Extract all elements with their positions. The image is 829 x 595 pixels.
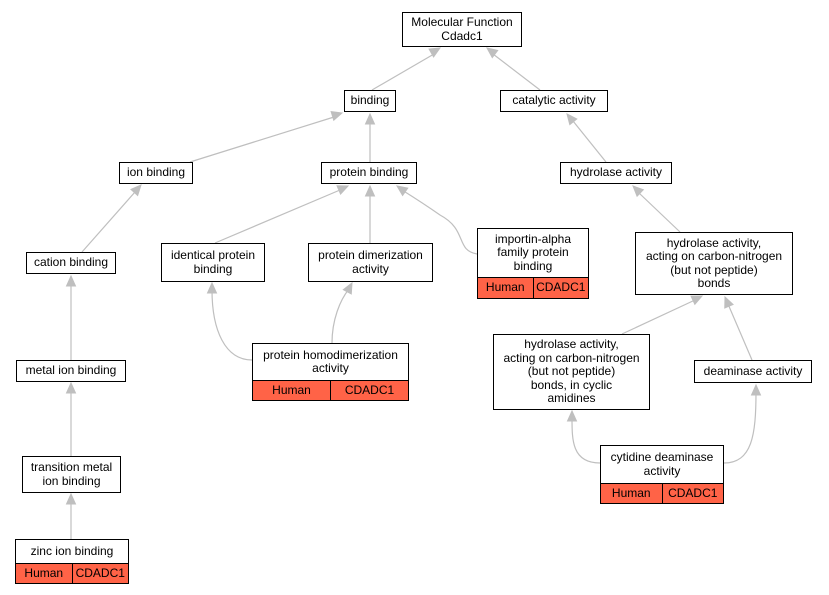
edge-deaminase-to-hydrolase-cn xyxy=(727,303,753,361)
node-label: importin-alpha family protein binding xyxy=(494,231,572,273)
edge-catalytic-to-root-arrowhead xyxy=(486,47,499,59)
edge-cytidine-to-cyclic xyxy=(571,417,601,464)
node-hydrolase-cn-cyclic-amidines[interactable]: hydrolase activity, acting on carbon-nit… xyxy=(493,334,650,410)
node-label: transition metal ion binding xyxy=(30,460,113,488)
gene-cell: CDADC1 xyxy=(532,278,589,298)
edge-cytidine-to-cyclic-arrowhead xyxy=(566,409,578,422)
annotation-row: Human CDADC1 xyxy=(253,380,408,400)
node-molecular-function[interactable]: Molecular Function Cdadc1 xyxy=(402,12,522,47)
edge-homodimerization-to-identical-arrowhead xyxy=(206,281,218,294)
node-hydrolase-activity[interactable]: hydrolase activity xyxy=(560,162,672,184)
gene-cell: CDADC1 xyxy=(71,564,129,583)
node-label: protein homodimerization activity xyxy=(263,347,398,375)
gene-cell: CDADC1 xyxy=(330,381,408,400)
node-label: deaminase activity xyxy=(703,363,803,378)
edge-cytidine-to-deaminase-arrowhead xyxy=(750,383,762,396)
annotation-row: Human CDADC1 xyxy=(16,563,128,583)
species-cell: Human xyxy=(485,280,525,295)
edge-binding-to-root-arrowhead xyxy=(428,47,442,58)
edge-ion-binding-to-binding xyxy=(189,116,335,163)
node-protein-binding[interactable]: protein binding xyxy=(321,162,417,184)
edge-identical-to-protein-binding-arrowhead xyxy=(336,185,350,195)
edge-homodimerization-to-dimerization-arrowhead xyxy=(342,281,353,295)
annotation-row: Human CDADC1 xyxy=(601,483,723,503)
edge-metal-to-cation-arrowhead xyxy=(65,274,77,287)
node-label: metal ion binding xyxy=(25,363,117,378)
node-transition-metal-ion-binding[interactable]: transition metal ion binding xyxy=(22,456,121,493)
edge-dimerization-to-protein-binding-arrowhead xyxy=(364,184,376,197)
edge-homodimerization-to-dimerization xyxy=(331,288,350,344)
edge-cation-to-ion-binding-arrowhead xyxy=(130,184,142,197)
node-label: zinc ion binding xyxy=(30,543,114,558)
node-cation-binding[interactable]: cation binding xyxy=(26,252,116,274)
edge-cyclic-to-hydrolase-cn xyxy=(621,299,696,335)
edge-catalytic-to-root xyxy=(492,53,541,91)
edge-homodimerization-to-identical xyxy=(211,289,253,361)
edge-zinc-to-transition-arrowhead xyxy=(65,492,77,505)
node-label: cytidine deaminase activity xyxy=(610,450,714,478)
edge-transition-to-metal-arrowhead xyxy=(65,381,77,394)
edge-cytidine-to-deaminase xyxy=(723,391,757,464)
edge-protein-binding-to-binding-arrowhead xyxy=(364,112,376,125)
edge-hydrolase-to-catalytic-arrowhead xyxy=(566,113,578,126)
node-label: protein binding xyxy=(329,165,409,180)
annotation-row: Human CDADC1 xyxy=(478,277,588,298)
edge-binding-to-root xyxy=(371,53,435,91)
node-label: Molecular Function Cdadc1 xyxy=(411,15,513,43)
node-deaminase-activity[interactable]: deaminase activity xyxy=(694,360,812,383)
node-label: identical protein binding xyxy=(170,248,256,276)
edge-deaminase-to-hydrolase-cn-arrowhead xyxy=(724,295,734,309)
edge-hydrolase-cn-to-hydrolase-arrowhead xyxy=(632,185,645,198)
species-cell: Human xyxy=(611,485,651,500)
node-label: hydrolase activity, acting on carbon-nit… xyxy=(645,235,783,290)
node-label: catalytic activity xyxy=(512,93,596,108)
node-zinc-ion-binding[interactable]: zinc ion binding Human CDADC1 xyxy=(15,539,129,584)
edge-cyclic-to-hydrolase-cn-arrowhead xyxy=(690,295,704,306)
node-identical-protein-binding[interactable]: identical protein binding xyxy=(161,243,265,282)
edge-identical-to-protein-binding xyxy=(214,189,341,244)
node-protein-dimerization-activity[interactable]: protein dimerization activity xyxy=(308,243,433,282)
gene-cell: CDADC1 xyxy=(661,484,724,503)
node-label: hydrolase activity xyxy=(569,165,663,180)
edge-importin-to-protein-binding xyxy=(401,189,478,255)
edge-cation-to-ion-binding xyxy=(81,191,136,253)
node-ion-binding[interactable]: ion binding xyxy=(119,162,193,184)
node-cytidine-deaminase-activity[interactable]: cytidine deaminase activity Human CDADC1 xyxy=(600,445,724,504)
node-label: hydrolase activity, acting on carbon-nit… xyxy=(503,337,640,406)
node-hydrolase-cn-bonds[interactable]: hydrolase activity, acting on carbon-nit… xyxy=(635,232,793,295)
node-catalytic-activity[interactable]: catalytic activity xyxy=(500,90,608,112)
node-importin-alpha-binding[interactable]: importin-alpha family protein binding Hu… xyxy=(477,228,589,299)
species-cell: Human xyxy=(272,382,311,397)
node-label: protein dimerization activity xyxy=(318,248,423,276)
edge-importin-to-protein-binding-arrowhead xyxy=(396,185,409,197)
edge-ion-binding-to-binding-arrowhead xyxy=(330,111,344,122)
edge-hydrolase-to-catalytic xyxy=(572,120,607,163)
node-protein-homodimerization-activity[interactable]: protein homodimerization activity Human … xyxy=(252,343,409,401)
node-label: ion binding xyxy=(126,165,186,180)
node-metal-ion-binding[interactable]: metal ion binding xyxy=(16,360,126,382)
species-cell: Human xyxy=(24,565,64,580)
node-label: binding xyxy=(350,93,390,108)
node-binding[interactable]: binding xyxy=(344,90,396,112)
node-label: cation binding xyxy=(33,255,109,270)
edge-hydrolase-cn-to-hydrolase xyxy=(638,192,681,233)
